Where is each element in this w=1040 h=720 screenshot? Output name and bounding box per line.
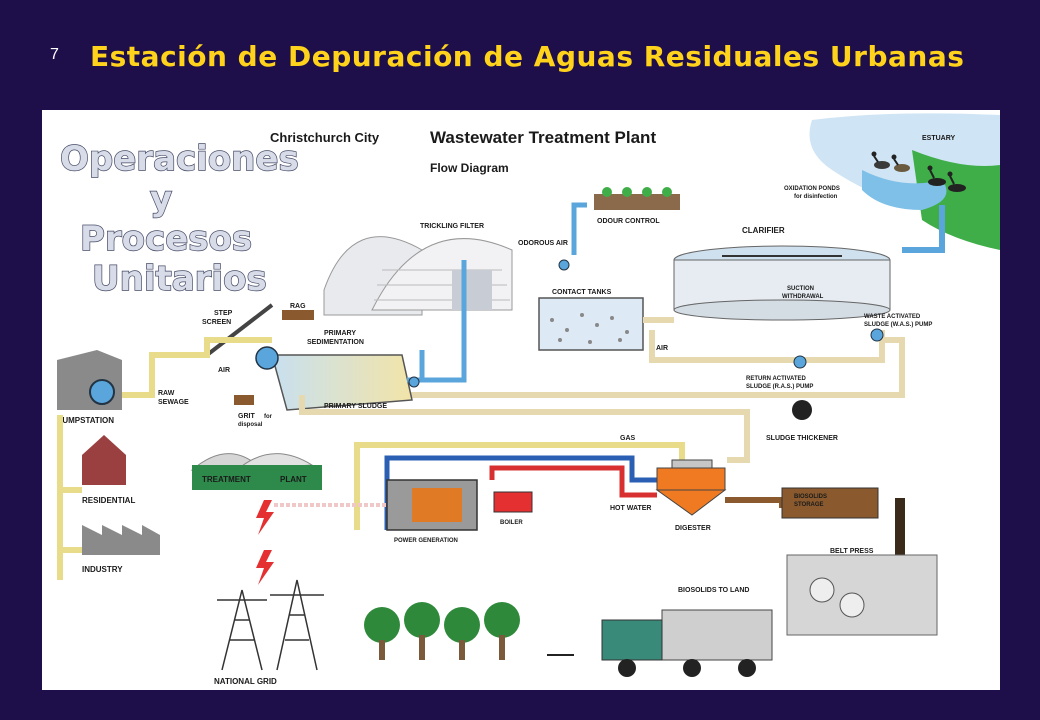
slide-number: 7 — [50, 46, 59, 63]
pipe-clarifier-estuary — [902, 205, 945, 253]
bird-icon — [871, 151, 966, 192]
label-grit-disposal: disposal — [238, 422, 263, 428]
pylon-icon — [217, 579, 324, 671]
label-biosolids: BIOSOLIDS — [794, 494, 827, 500]
pump-icon — [793, 355, 807, 369]
label-was-1: WASTE ACTIVATED — [864, 314, 921, 320]
truck-icon — [601, 609, 773, 677]
label-storage: STORAGE — [794, 502, 824, 508]
pipe-to-thickener — [299, 395, 750, 428]
step-screen — [205, 303, 274, 357]
label-industry: INDUSTRY — [82, 565, 123, 574]
header-city: Christchurch City — [270, 130, 380, 145]
label-clarifier: CLARIFIER — [742, 226, 785, 235]
belt-press — [786, 554, 938, 636]
rag-bin — [282, 310, 314, 320]
tree-icon — [364, 602, 520, 660]
label-grit: GRIT — [238, 413, 255, 420]
estuary-bank — [912, 150, 1000, 250]
pipe-gas — [354, 442, 685, 530]
label-pumpstation: PUMPSTATION — [57, 416, 114, 425]
pump-icon — [558, 259, 570, 271]
pumpstation-building — [57, 350, 122, 410]
contact-tank-bubbles — [550, 313, 629, 344]
label-air-contact: AIR — [656, 345, 668, 352]
flow-diagram-panel: ESTUARY OXIDATION PONDS for disinfection… — [42, 110, 1000, 690]
trickling-filter — [323, 236, 513, 316]
pipe-odour — [571, 202, 587, 255]
label-boiler: BOILER — [500, 520, 523, 526]
pipe-primary-to-trickling — [407, 350, 425, 383]
header-subtitle: Flow Diagram — [430, 161, 509, 175]
overlay-line-2: y — [150, 179, 172, 219]
digester — [655, 459, 727, 516]
clarifier — [673, 245, 891, 321]
pipe-thickener-digester — [727, 428, 750, 463]
label-suction-withdrawal: WITHDRAWAL — [782, 294, 824, 300]
overlay-line-1: Operaciones — [60, 139, 299, 179]
label-trickling-filter: TRICKLING FILTER — [420, 223, 484, 230]
label-sewage: SEWAGE — [158, 399, 189, 406]
header-title: Wastewater Treatment Plant — [430, 128, 656, 147]
pipe-digester-storage — [725, 497, 785, 508]
label-primary: PRIMARY — [324, 330, 356, 337]
biosolids-storage — [781, 487, 879, 519]
pipe-to-trickling — [422, 260, 467, 383]
boiler — [493, 491, 533, 513]
label-odour-control: ODOUR CONTROL — [597, 218, 660, 225]
label-air-grit: AIR — [218, 367, 230, 374]
grit-pump-icon — [255, 346, 279, 370]
pump-icon — [870, 328, 884, 342]
pipe-was — [302, 337, 905, 398]
label-sedimentation: SEDIMENTATION — [307, 339, 364, 346]
generator-engine — [412, 488, 462, 522]
pipe-collection-branches — [60, 487, 82, 553]
label-gas: GAS — [620, 435, 636, 442]
overlay-line-4: Unitarios — [92, 259, 267, 299]
label-grit-for: for — [264, 414, 273, 420]
label-primary-sludge: PRIMARY SLUDGE — [324, 403, 387, 410]
label-estuary: ESTUARY — [922, 135, 956, 142]
label-biosolids-to-land: BIOSOLIDS TO LAND — [678, 587, 749, 594]
odour-control-unit — [594, 194, 680, 210]
label-hot-water: HOT WATER — [610, 505, 651, 512]
label-digester: DIGESTER — [675, 525, 711, 532]
label-plant: PLANT — [280, 475, 307, 484]
label-oxidation-sub: for disinfection — [794, 194, 838, 200]
sludge-thickener-icon — [792, 400, 812, 420]
lightning-icon — [256, 500, 274, 585]
label-step: STEP — [214, 310, 233, 317]
label-rag: RAG — [290, 303, 306, 310]
primary-sedimentation-tank — [271, 354, 413, 411]
treatment-plant-domes — [190, 453, 322, 490]
label-raw: RAW — [158, 390, 175, 397]
house-icon — [82, 435, 126, 485]
label-suction: SUCTION — [787, 286, 814, 292]
label-power-generation: POWER GENERATION — [394, 538, 458, 544]
label-contact-tanks: CONTACT TANKS — [552, 289, 612, 296]
label-odorous-air: ODOROUS AIR — [518, 240, 568, 247]
label-ras-1: RETURN ACTIVATED — [746, 376, 807, 382]
label-residential: RESIDENTIAL — [82, 496, 135, 505]
grit-bin — [234, 395, 254, 405]
factory-icon — [82, 525, 160, 555]
label-treatment: TREATMENT — [202, 475, 251, 484]
label-sludge-thickener: SLUDGE THICKENER — [766, 435, 838, 442]
label-oxidation-ponds: OXIDATION PONDS — [784, 186, 840, 192]
oxidation-ponds — [862, 170, 947, 210]
flow-diagram: ESTUARY OXIDATION PONDS for disinfection… — [57, 113, 1000, 686]
label-ras-2: SLUDGE (R.A.S.) PUMP — [746, 384, 813, 390]
overlay-line-3: Procesos — [80, 219, 252, 259]
label-was-2: SLUDGE (W.A.S.) PUMP — [864, 322, 932, 328]
label-national-grid: NATIONAL GRID — [214, 677, 277, 686]
label-screen: SCREEN — [202, 319, 231, 326]
pump-icon — [408, 376, 420, 388]
pipe-raw-sewage — [102, 337, 272, 398]
slide-title: Estación de Depuración de Aguas Residual… — [90, 40, 965, 73]
label-belt-press: BELT PRESS — [830, 548, 874, 555]
odour-plants — [602, 187, 672, 197]
pump-icon — [89, 379, 115, 405]
pipe-hot-water — [489, 465, 657, 498]
